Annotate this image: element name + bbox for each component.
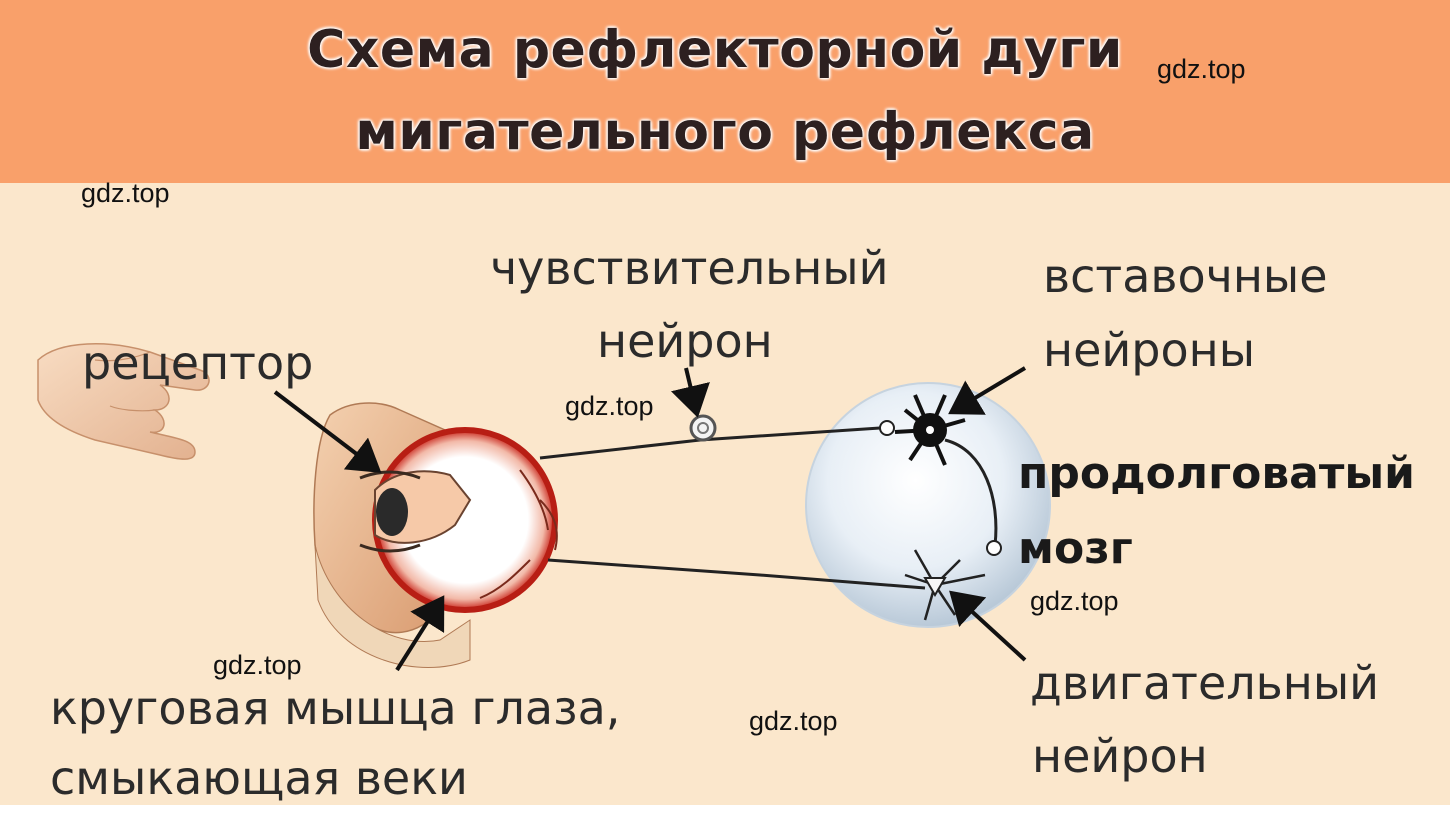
eye-icon bbox=[313, 402, 558, 668]
motor-neuron-label-line-1: двигательный bbox=[1030, 656, 1380, 710]
interneuron-icon bbox=[894, 394, 1002, 556]
muscle-arrow bbox=[395, 595, 445, 672]
watermark-text: gdz.top bbox=[1157, 54, 1246, 84]
sensory-neuron-label-line-1: чувствительный bbox=[490, 241, 889, 295]
motor-neuron-icon bbox=[547, 549, 986, 621]
watermark-text: gdz.top bbox=[565, 391, 654, 421]
muscle-label-line-2: смыкающая веки bbox=[50, 751, 468, 805]
motor-neuron-arrow bbox=[949, 590, 1027, 662]
medulla-label-line-2: мозг bbox=[1018, 523, 1133, 574]
sensory-pathway bbox=[539, 414, 895, 460]
watermark-text: gdz.top bbox=[1030, 586, 1119, 616]
title-banner bbox=[0, 0, 1450, 183]
interneurons-label-line-1: вставочные bbox=[1043, 249, 1328, 303]
pointing-hand-icon bbox=[37, 343, 210, 460]
diagram-background bbox=[0, 183, 1450, 805]
muscle-label-line-1: круговая мышца глаза, bbox=[50, 681, 621, 735]
watermark-text: gdz.top bbox=[81, 178, 170, 208]
receptor-label: рецептор bbox=[82, 336, 314, 390]
interneurons-arrow bbox=[948, 366, 1027, 415]
sensory-neuron-label-line-2: нейрон bbox=[597, 314, 773, 368]
motor-neuron-label-line-2: нейрон bbox=[1032, 729, 1208, 783]
watermark-text: gdz.top bbox=[749, 706, 838, 736]
medulla-sphere-icon bbox=[805, 382, 1051, 628]
diagram-title-line-1: Схема рефлекторной дуги bbox=[307, 20, 1123, 80]
interneurons-label-line-2: нейроны bbox=[1043, 323, 1256, 377]
watermark-text: gdz.top bbox=[213, 650, 302, 680]
medulla-label-line-1: продолговатый bbox=[1018, 448, 1415, 499]
receptor-arrow bbox=[273, 390, 382, 473]
diagram-title-line-2: мигательного рефлекса bbox=[355, 102, 1095, 162]
sensory-neuron-arrow bbox=[670, 367, 710, 418]
